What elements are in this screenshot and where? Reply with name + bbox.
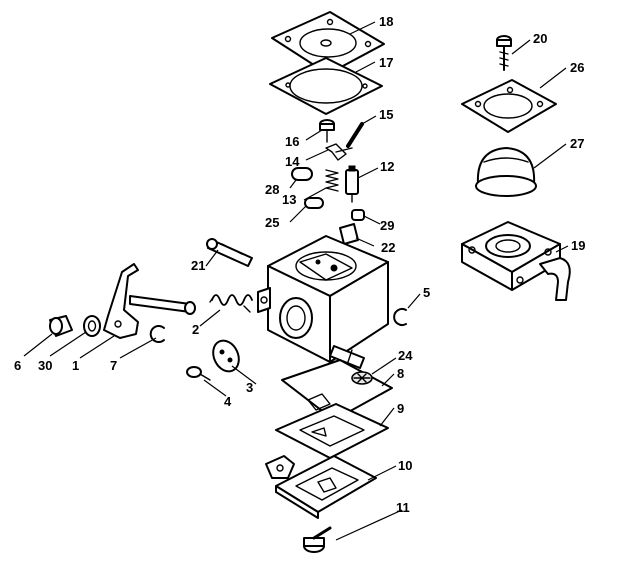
callout-15: 15 (379, 107, 393, 122)
part-24-screen (351, 371, 373, 385)
callout-14: 14 (285, 154, 300, 169)
callout-8: 8 (397, 366, 404, 381)
part-9-gasket (275, 403, 389, 459)
part-16-screw (319, 119, 335, 143)
callout-13: 13 (282, 192, 296, 207)
callout-16: 16 (285, 134, 299, 149)
leader-lines (23, 21, 569, 541)
callout-9: 9 (397, 401, 404, 416)
callout-2: 2 (192, 322, 199, 337)
callout-6: 6 (14, 358, 21, 373)
part-29-nozzle (351, 209, 365, 221)
callout-30: 30 (38, 358, 52, 373)
part-17-gasket (269, 57, 383, 115)
callout-10: 10 (398, 458, 412, 473)
callout-7: 7 (110, 358, 117, 373)
callout-4: 4 (224, 394, 232, 409)
part-5-circlip (393, 308, 407, 326)
callout-19: 19 (571, 238, 585, 253)
part-20-screw (496, 35, 512, 71)
part-1-lever (103, 263, 196, 339)
part-27-primer-bulb (475, 147, 537, 197)
callout-5: 5 (423, 285, 430, 300)
part-10-cover (265, 455, 377, 519)
carburetor-body (257, 235, 389, 369)
callout-1: 1 (72, 358, 79, 373)
part-2-spring (209, 294, 253, 313)
callout-3: 3 (246, 380, 253, 395)
part-21-shaft (206, 238, 253, 267)
callout-18: 18 (379, 14, 393, 29)
part-26-gasket (461, 79, 557, 133)
part-11-screw (303, 526, 332, 553)
callout-27: 27 (570, 136, 584, 151)
callout-28: 28 (265, 182, 279, 197)
callout-11: 11 (396, 500, 410, 515)
part-6-bushing (49, 315, 73, 337)
part-22-cap (339, 223, 359, 245)
callout-labels: 18 17 15 16 14 12 28 13 25 29 22 21 2 5 … (14, 14, 585, 515)
part-19-primer-housing (461, 221, 571, 301)
callout-22: 22 (381, 240, 395, 255)
callout-26: 26 (570, 60, 584, 75)
callout-20: 20 (533, 31, 547, 46)
callout-25: 25 (265, 215, 279, 230)
callout-24: 24 (398, 348, 413, 363)
callout-12: 12 (380, 159, 394, 174)
part-14-lever (325, 143, 353, 161)
part-30-washer (83, 315, 101, 337)
part-4-screw (186, 366, 211, 381)
part-12-needle (345, 165, 359, 203)
part-7-circlip (149, 325, 165, 343)
part-15-pin (346, 122, 364, 148)
callout-21: 21 (191, 258, 205, 273)
part-13-spring (325, 169, 339, 192)
part-25-plug (304, 197, 324, 209)
part-28-plug (291, 167, 313, 181)
part-3-plate (212, 339, 240, 373)
callout-17: 17 (379, 55, 393, 70)
callout-29: 29 (380, 218, 394, 233)
